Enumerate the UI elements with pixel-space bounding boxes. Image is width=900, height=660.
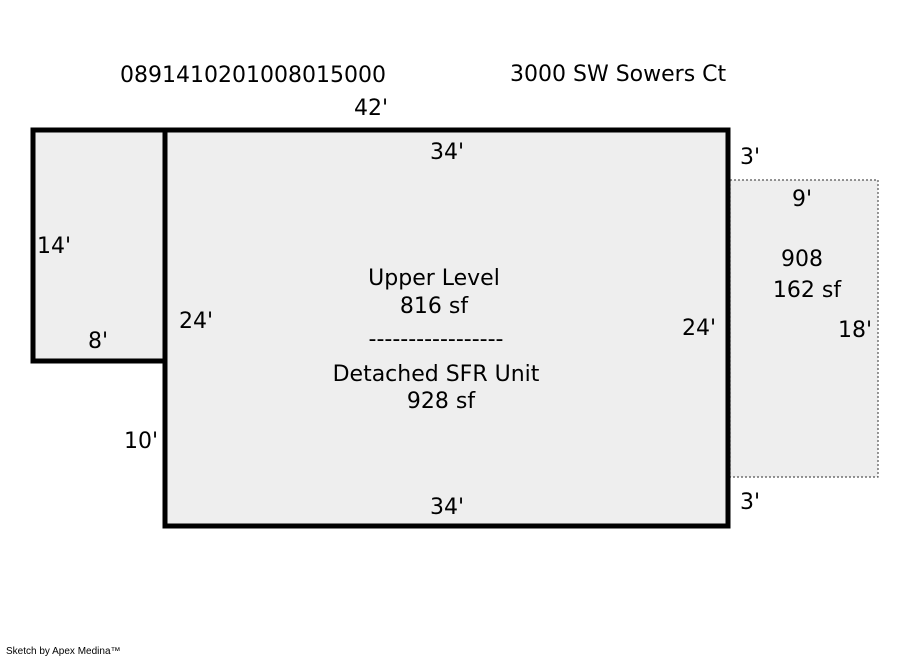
detached-unit-name: Detached SFR Unit — [332, 362, 540, 387]
left-offset-dimension: 10' — [124, 429, 159, 454]
left-extension-width-dimension: 8' — [88, 329, 109, 354]
left-extension-area — [30, 127, 168, 364]
main-top-dimension: 34' — [429, 140, 465, 165]
right-offset-top-dimension: 3' — [740, 145, 761, 170]
annex-area-label: 162 sf — [772, 278, 842, 303]
main-left-dimension: 24' — [179, 309, 214, 334]
sketch-credit: Sketch by Apex Medina™ — [6, 646, 121, 657]
property-address: 3000 SW Sowers Ct — [510, 62, 727, 87]
right-offset-bottom-dimension: 3' — [740, 490, 761, 515]
area-divider: ----------------- — [368, 327, 504, 352]
annex-top-dimension: 9' — [792, 187, 813, 212]
main-upper-level-name: Upper Level — [368, 266, 500, 291]
annex-right-dimension: 18' — [838, 318, 873, 343]
main-upper-level-area: 816 sf — [399, 294, 469, 319]
left-extension-height-dimension: 14' — [37, 234, 72, 259]
annex-code: 908 — [781, 247, 823, 272]
annex-area — [729, 179, 879, 478]
main-right-dimension: 24' — [682, 316, 717, 341]
parcel-id: 0891410201008015000 — [120, 63, 386, 88]
main-room-area — [162, 127, 731, 529]
overall-top-dimension: 42' — [353, 96, 389, 121]
main-bottom-dimension: 34' — [429, 495, 465, 520]
detached-unit-area: 928 sf — [406, 389, 476, 414]
